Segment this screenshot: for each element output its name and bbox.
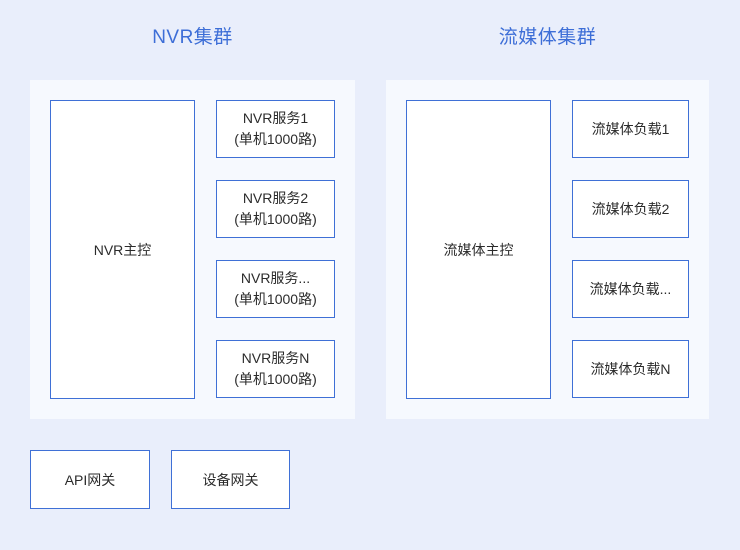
nvr-service-2-capacity: (单机1000路) — [234, 211, 317, 227]
nvr-master-box: NVR主控 — [50, 100, 195, 399]
media-load-2-label: 流媒体负载2 — [591, 200, 670, 217]
nvr-node-column: NVR服务1 (单机1000路) NVR服务2 (单机1000路) NVR服务.… — [216, 100, 335, 399]
media-load-n-label: 流媒体负载N — [590, 360, 671, 377]
nvr-master-label: NVR主控 — [93, 241, 152, 258]
nvr-cluster-panel: NVR主控 NVR服务1 (单机1000路) NVR服务2 (单机1000路) … — [30, 80, 355, 419]
media-load-box-ellipsis: 流媒体负载... — [572, 260, 689, 318]
api-gateway-box: API网关 — [30, 450, 150, 509]
nvr-service-ellipsis-label: NVR服务... — [240, 270, 311, 286]
nvr-service-box-2: NVR服务2 (单机1000路) — [216, 180, 335, 238]
api-gateway-label: API网关 — [64, 471, 116, 488]
nvr-service-n-label: NVR服务N — [241, 350, 310, 366]
device-gateway-box: 设备网关 — [171, 450, 290, 509]
media-cluster-title: 流媒体集群 — [498, 27, 597, 48]
nvr-service-box-n: NVR服务N (单机1000路) — [216, 340, 335, 398]
media-load-box-n: 流媒体负载N — [572, 340, 689, 398]
nvr-service-1-label: NVR服务1 — [242, 110, 309, 126]
nvr-service-n-capacity: (单机1000路) — [234, 371, 317, 387]
nvr-service-box-ellipsis: NVR服务... (单机1000路) — [216, 260, 335, 318]
media-load-ellipsis-label: 流媒体负载... — [589, 280, 672, 297]
media-load-box-2: 流媒体负载2 — [572, 180, 689, 238]
media-master-box: 流媒体主控 — [406, 100, 551, 399]
media-load-1-label: 流媒体负载1 — [591, 120, 670, 137]
nvr-service-2-label: NVR服务2 — [242, 190, 309, 206]
nvr-service-box-1: NVR服务1 (单机1000路) — [216, 100, 335, 158]
media-node-column: 流媒体负载1 流媒体负载2 流媒体负载... 流媒体负载N — [572, 100, 689, 399]
nvr-service-1-capacity: (单机1000路) — [234, 131, 317, 147]
nvr-service-ellipsis-capacity: (单机1000路) — [234, 291, 317, 307]
media-cluster-panel: 流媒体主控 流媒体负载1 流媒体负载2 流媒体负载... 流媒体负载N — [386, 80, 709, 419]
media-load-box-1: 流媒体负载1 — [572, 100, 689, 158]
media-master-label: 流媒体主控 — [443, 241, 514, 258]
nvr-cluster-title: NVR集群 — [152, 27, 233, 48]
device-gateway-label: 设备网关 — [202, 471, 259, 488]
